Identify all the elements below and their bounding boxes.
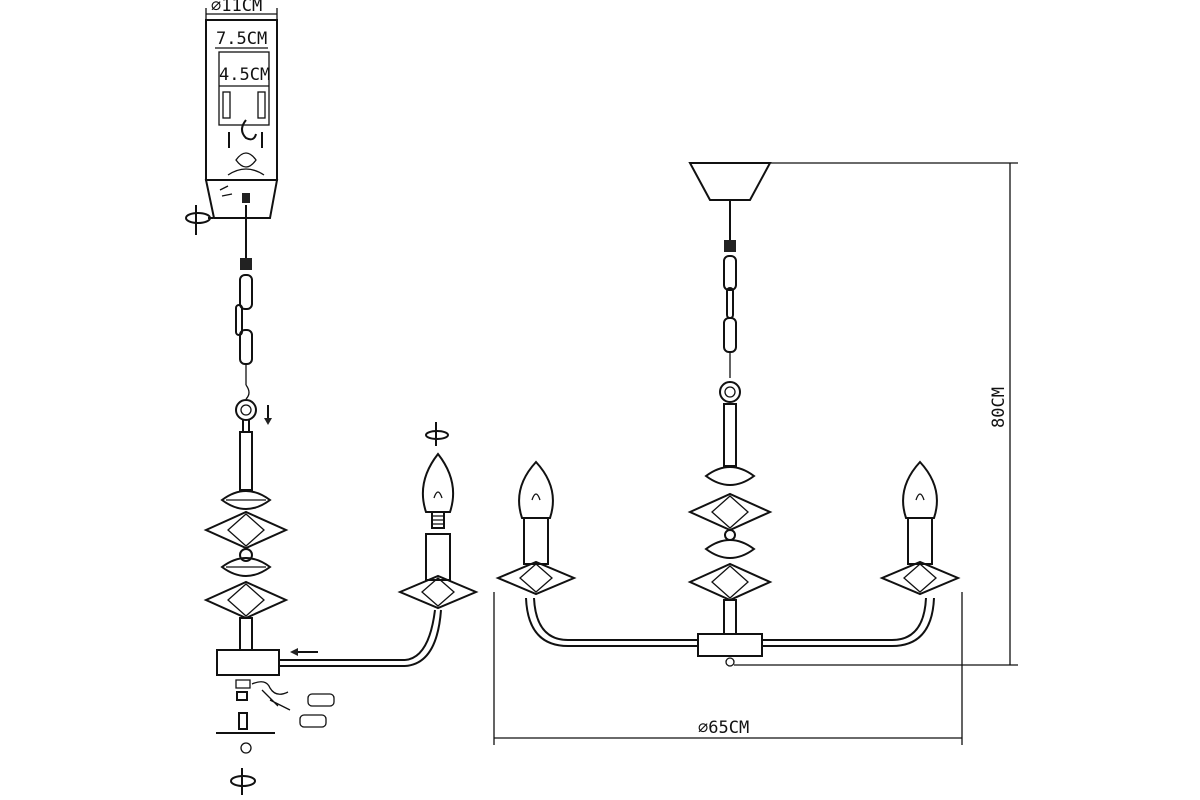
assembled-view: 80CM ⌀65CM <box>493 162 1018 745</box>
rotate-icon <box>230 768 256 795</box>
width-dimension: ⌀65CM <box>493 592 963 745</box>
total-diameter-label: ⌀65CM <box>698 718 749 738</box>
arm <box>279 422 479 667</box>
ceiling-canopy <box>688 162 772 201</box>
exploded-view: ⌀11CM 7.5CM 4.5CM <box>185 0 479 795</box>
bracket-width-label: 7.5CM <box>216 29 267 49</box>
arrow-left-icon <box>290 648 318 656</box>
chain <box>235 205 253 400</box>
arrow-down-icon <box>264 405 272 425</box>
canopy-diameter-label: ⌀11CM <box>211 0 262 16</box>
rotate-icon <box>425 422 449 446</box>
height-dimension: 80CM <box>734 162 1018 666</box>
total-height-label: 80CM <box>989 387 1009 428</box>
rotate-icon <box>185 205 226 235</box>
canopy-detail: ⌀11CM 7.5CM 4.5CM <box>185 0 279 235</box>
hole-spacing-label: 4.5CM <box>219 65 270 85</box>
bottom-parts <box>216 679 335 795</box>
center-column <box>203 399 289 676</box>
